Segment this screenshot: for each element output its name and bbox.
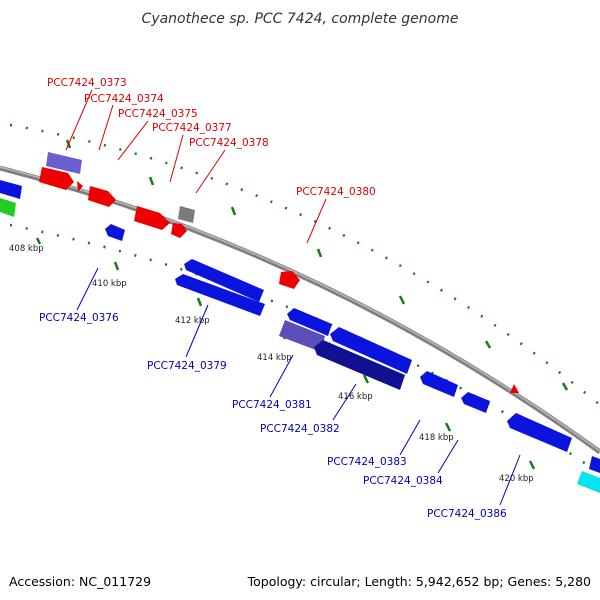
gene-0375 [88,186,116,207]
gene-label-0375: PCC7424_0375 [118,108,198,120]
gene-0385 [510,384,519,393]
gene-0374 [39,167,74,190]
gene-0381b [279,320,325,352]
gene-0373 [46,152,82,174]
kbp-label: 418 kbp [419,433,454,443]
gene-0377 [134,206,170,230]
gene-0378b [171,223,187,238]
kbp-labels: 408 kbp 410 kbp 412 kbp 414 kbp 416 kbp … [9,244,534,484]
reverse-gene-labels: PCC7424_0376 PCC7424_0379 PCC7424_0381 P… [39,267,521,520]
forward-gene-labels: PCC7424_0373 PCC7424_0374 PCC7424_0375 P… [47,77,376,244]
gene-edge-blue [0,180,22,199]
gene-edge-cyan [577,471,600,493]
gene-label-0386: PCC7424_0386 [427,508,507,520]
gene-label-0377: PCC7424_0377 [152,122,232,134]
gene-0379a [184,259,264,302]
gene-label-0378: PCC7424_0378 [189,137,269,149]
kbp-label: 416 kbp [338,392,373,402]
reverse-genes [0,180,600,493]
gene-edge-blue-right [589,456,600,473]
gene-0382b [314,340,405,390]
gene-label-0384: PCC7424_0384 [363,475,443,487]
gene-0380 [279,271,300,289]
gene-0376 [105,224,125,241]
gene-label-0383: PCC7424_0383 [327,456,407,468]
gene-label-0381: PCC7424_0381 [232,399,312,411]
kbp-label: 420 kbp [499,474,534,484]
gene-0379b [175,274,265,316]
map-title: Cyanothece sp. PCC 7424, complete genome [142,11,459,27]
gene-label-0379: PCC7424_0379 [147,360,227,372]
gene-label-0374: PCC7424_0374 [84,93,164,105]
gene-0383 [420,371,458,397]
gene-edge-green [0,198,16,217]
genome-summary-text: Topology: circular; Length: 5,942,652 bp… [247,574,591,589]
gene-0382a [330,327,412,374]
accession-text: Accession: NC_011729 [9,574,151,589]
gene-label-0373: PCC7424_0373 [47,77,127,89]
gene-0381 [287,308,332,336]
kbp-label: 414 kbp [257,353,292,363]
kbp-label: 412 kbp [175,316,210,326]
gene-0386 [507,413,572,452]
gene-label-0382: PCC7424_0382 [260,423,340,435]
gene-label-0376: PCC7424_0376 [39,312,119,324]
outer-tick-track [9,123,600,406]
kbp-label: 410 kbp [92,279,127,289]
gene-0378 [178,206,195,223]
gene-label-0380: PCC7424_0380 [296,186,376,198]
forward-genes [39,152,519,393]
gene-0374b [77,181,83,192]
kbp-label: 408 kbp [9,244,44,254]
gene-0384 [461,392,490,413]
